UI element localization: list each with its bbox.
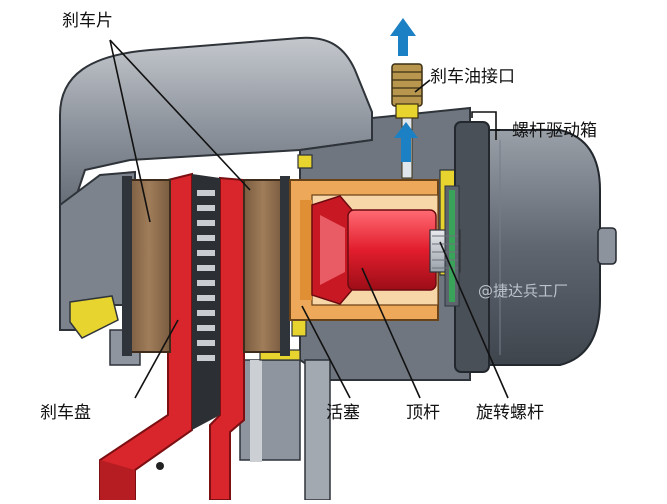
disc-vent-slots (197, 190, 215, 361)
brake-disc (99, 172, 245, 501)
label-oil-port: 刹车油接口 (430, 67, 515, 87)
label-brake-disc: 刹车盘 (40, 403, 91, 423)
label-piston: 活塞 (326, 403, 360, 423)
label-brake-pad: 刹车片 (62, 11, 113, 31)
watermark: @捷达兵工厂 (478, 282, 569, 300)
leader-lines (109, 39, 509, 399)
label-screw-drive-box: 螺杆驱动箱 (512, 121, 597, 141)
screw-drive-box (454, 121, 617, 373)
up-arrow-icon (394, 122, 418, 162)
label-rotating-screw: 旋转螺杆 (476, 403, 544, 423)
brake-pads (122, 176, 290, 356)
push-rod (311, 195, 437, 305)
up-arrow-icon (390, 18, 416, 56)
label-push-rod: 顶杆 (406, 403, 440, 423)
